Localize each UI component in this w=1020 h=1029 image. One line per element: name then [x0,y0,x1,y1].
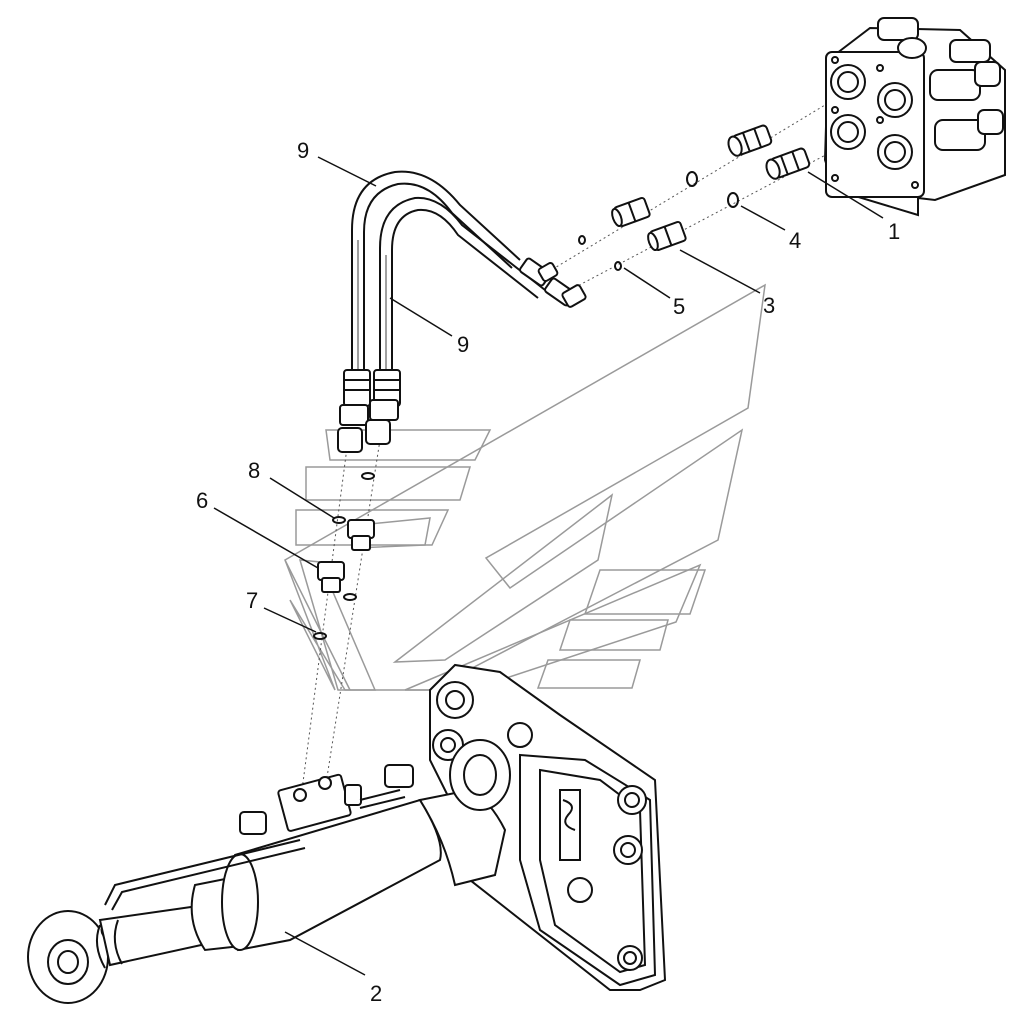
leader-2 [284,931,366,976]
leader-4 [740,205,786,231]
callout-4: 4 [789,228,801,253]
callout-1: 1 [888,219,900,244]
leader-5 [623,267,671,299]
leader-9b [389,297,453,337]
leader-7 [263,607,317,633]
hose-end-fittings-top [519,257,587,308]
o-rings-part-4 [686,171,739,208]
leader-8 [269,477,335,519]
valve-adapters [727,124,811,180]
callout-3: 3 [763,293,775,318]
o-rings-part-8-and-7 [313,472,375,640]
callout-6: 6 [196,488,208,513]
watermark-logo [284,283,766,691]
callout-9-upper: 9 [297,138,309,163]
assembly-guide-lines [301,101,836,791]
callout-2: 2 [370,981,382,1006]
leader-6 [213,507,319,569]
leader-1 [807,171,884,219]
callout-7: 7 [246,588,258,613]
callout-leader-lines [213,156,884,976]
straight-fittings-part-3 [611,196,687,252]
callout-5: 5 [673,294,685,319]
leader-9a [317,156,377,187]
hydraulic-hoses [351,170,546,410]
callout-labels: 1 2 3 4 5 6 7 8 9 9 [196,138,900,1006]
hose-end-fittings-bottom [337,369,401,453]
callout-8: 8 [248,458,260,483]
o-rings-part-5 [578,235,622,271]
hydraulic-cylinder [27,739,511,1004]
straight-fittings-part-6 [317,519,375,593]
callout-9-lower: 9 [457,332,469,357]
leader-3 [679,249,761,294]
control-valve-block [823,17,1006,217]
